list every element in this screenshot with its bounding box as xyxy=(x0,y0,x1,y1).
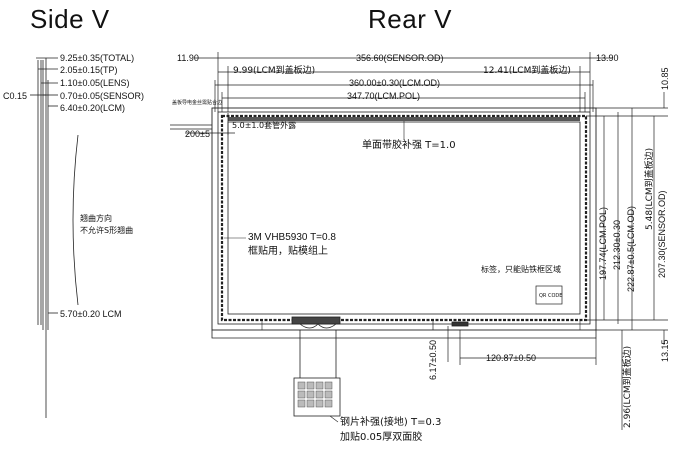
fpc-note-2: 加贴0.05厚双面胶 xyxy=(340,432,423,443)
side-chamfer-label: C0.15 xyxy=(3,91,28,101)
rear-cable-note: 5.0±1.0套管外露 xyxy=(232,121,297,130)
side-curve-note-1: 翘曲方向 xyxy=(80,214,112,223)
side-dim-tp: 2.05±0.15(TP) xyxy=(60,65,118,75)
rear-lcm-right: 12.41(LCM到盖板边) xyxy=(483,66,571,76)
rear-small-note: 盖板导电金丝需贴合边 xyxy=(172,100,223,106)
right-dimension-lines xyxy=(586,92,668,430)
fpc-offset-dim: 6.17±0.50 xyxy=(428,340,438,380)
fpc-stiffener-pads xyxy=(297,381,333,408)
rear-tape-note-2: 框贴用，贴模组上 xyxy=(248,246,328,257)
top-left-cable xyxy=(170,113,235,135)
right-lcm-edge: 5.48(LCM到盖板边) xyxy=(645,147,655,230)
side-dim-lens: 1.10±0.05(LENS) xyxy=(60,78,130,88)
side-dim-total: 9.25±0.35(TOTAL) xyxy=(60,53,135,63)
bottom-dimension-lines xyxy=(432,320,597,365)
panel-outline xyxy=(211,107,597,339)
side-dim-sensor: 0.70±0.05(SENSOR) xyxy=(60,91,144,101)
right-lcm-od: 222.87±0.5(LCM.OD) xyxy=(626,206,636,292)
fpc-note-1: 钢片补强(接地) T=0.3 xyxy=(340,417,442,428)
side-view-title: Side V xyxy=(30,4,110,34)
right-sensor-od: 207.30(SENSOR.OD) xyxy=(657,190,667,278)
rear-label-box-text: QR CODE xyxy=(539,293,563,299)
right-bottom-lcm: 2.96(LCM到盖板边) xyxy=(623,345,633,428)
right-bottom-gap: 13.15 xyxy=(660,339,670,362)
right-d1: 212.30±0.30 xyxy=(612,220,622,270)
side-curve-note-2: 不允许S形翘曲 xyxy=(80,226,134,235)
rear-left-gap: 11.90 xyxy=(177,53,199,63)
side-lcm-dim: 5.70±0.20 LCM xyxy=(60,309,122,319)
side-view-lines xyxy=(30,57,79,418)
rear-lcm-pol: 347.70(LCM.POL) xyxy=(347,91,421,101)
label-box xyxy=(535,285,563,305)
top-reinforcement-strip xyxy=(228,117,580,121)
fpc-cable xyxy=(291,316,469,417)
rear-cable-dim: 200±5 xyxy=(185,129,210,139)
rear-view-title: Rear V xyxy=(368,4,452,34)
rear-reinforce-note: 单面带胶补强 T=1.0 xyxy=(362,140,456,151)
side-dim-lcm: 6.40±0.20(LCM) xyxy=(60,103,125,113)
rear-tape-note-1: 3M VHB5930 T=0.8 xyxy=(248,232,336,243)
rear-lcm-od: 360.00±0.30(LCM.OD) xyxy=(349,78,440,88)
top-dimension-lines xyxy=(195,52,612,112)
right-top-gap: 10.85 xyxy=(660,67,670,90)
fpc-position-dim: 120.87±0.50 xyxy=(486,353,536,363)
right-lcm-pol: 197.74(LCM.POL) xyxy=(598,206,608,280)
rear-right-gap: 13.90 xyxy=(596,53,619,63)
rear-label-note: 标签，只能贴铁框区域 xyxy=(481,265,561,274)
rear-lcm-left: 9.99(LCM到盖板边) xyxy=(233,66,316,76)
note-leaders xyxy=(224,121,405,423)
rear-sensor-od: 356.60(SENSOR.OD) xyxy=(356,53,444,63)
